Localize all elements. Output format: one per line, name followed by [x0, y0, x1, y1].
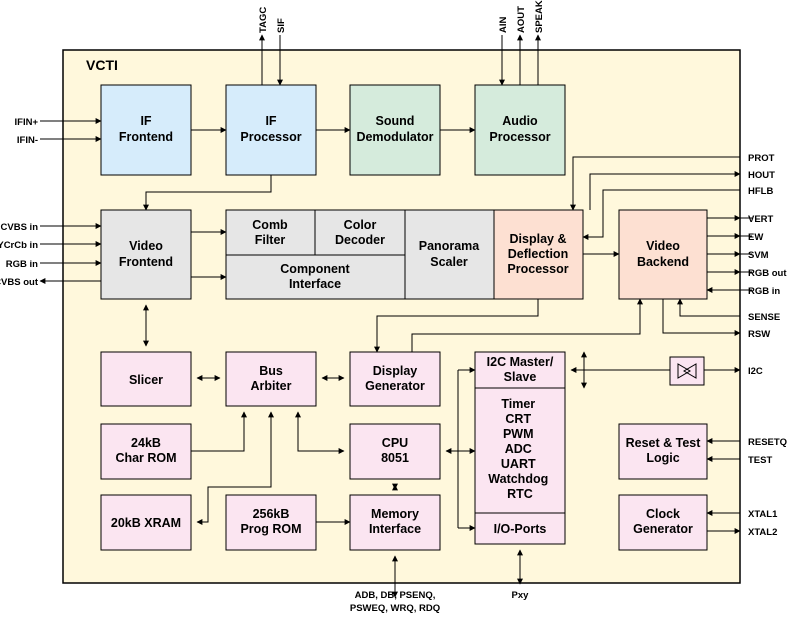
svg-text:20kB XRAM: 20kB XRAM [111, 516, 181, 530]
pin-rsw: RSW [748, 329, 770, 340]
pin-vert: VERT [748, 214, 774, 225]
chip-label: VCTI [86, 57, 118, 73]
pin-sense: SENSE [748, 312, 780, 323]
pin-rgb-in-right: RGB in [748, 286, 780, 297]
xram-block: 20kB XRAM [100, 494, 192, 551]
svg-text:I/O-Ports: I/O-Ports [494, 522, 547, 536]
pin-resetq: RESETQ [748, 437, 787, 448]
pin-test: TEST [748, 455, 772, 466]
pin-tagc: TAGC [258, 7, 269, 33]
pin-hflb: HFLB [748, 186, 773, 197]
pin-rgb-in-left: RGB in [6, 259, 38, 270]
pin-ycrcb-in: YCrCb in [0, 240, 38, 251]
pin-ew: EW [748, 232, 763, 243]
signal-lines [39, 34, 752, 598]
pin-rgb-out: RGB out [748, 268, 787, 279]
svg-text:Timer CRT PWM: Timer CRT PWM ADC UART Watchdog RTC [488, 397, 551, 501]
pin-cvbs-out: CVBS out [0, 277, 39, 288]
io-ports-block: I/O-Ports [474, 512, 566, 545]
pin-aout: AOUT [516, 6, 527, 33]
pin-pxy: Pxy [512, 590, 530, 601]
svg-text:Slicer: Slicer [129, 373, 163, 387]
i2c-master-slave-block: I2C Master/Slave [474, 351, 566, 389]
pin-speaker: SPEAKER [534, 0, 545, 33]
pin-hout: HOUT [748, 170, 775, 181]
pin-i2c: I2C [748, 366, 763, 377]
pin-ain: AIN [498, 17, 509, 34]
svg-text:I2C Master/Slave: I2C Master/Slave [487, 355, 554, 384]
i2c-buffer-icon [669, 356, 705, 386]
pin-memory-bus-line2: PSWEQ, WRQ, RDQ [350, 603, 440, 614]
pin-ifin-plus: IFIN+ [15, 117, 39, 128]
pin-svm: SVM [748, 250, 769, 261]
pin-sif: SIF [276, 18, 287, 33]
pin-cvbs-in: CVBS in [1, 222, 39, 233]
pin-memory-bus-line1: ADB, DB, PSENQ, [355, 590, 436, 601]
pin-xtal1: XTAL1 [748, 509, 778, 520]
pin-ifin-minus: IFIN- [17, 135, 38, 146]
pin-prot: PROT [748, 153, 775, 164]
peripherals-block: Timer CRT PWM ADC UART Watchdog RTC [474, 387, 566, 514]
slicer-block: Slicer [100, 351, 192, 407]
pin-xtal2: XTAL2 [748, 527, 777, 538]
